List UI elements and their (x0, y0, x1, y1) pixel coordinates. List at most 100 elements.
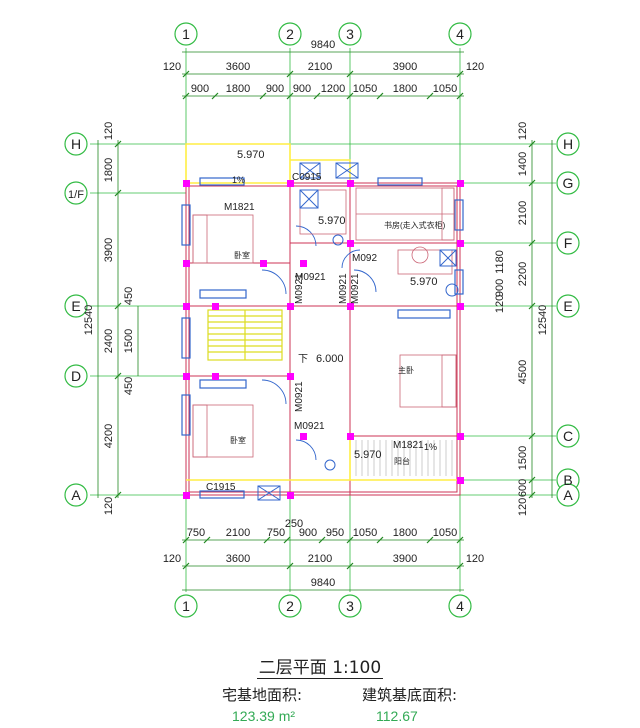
elev-stair: 6.000 (316, 353, 344, 365)
dim-top-l2-4: 1200 (321, 83, 345, 95)
elev-study: 5.970 (410, 276, 438, 288)
balcony-hatch (355, 440, 453, 476)
dim-bot-l1-0: 750 (187, 527, 205, 539)
axis-bubble-labels: 1 2 3 4 1 2 3 4 H 1/F E D A H G F E C B … (68, 26, 573, 614)
axis-top-4: 4 (456, 26, 464, 42)
room-study: 书房(走入式衣柜) (384, 220, 446, 230)
dim-top-l2-5: 1050 (353, 83, 377, 95)
drawing-title: 二层平面 1:100 (0, 653, 640, 679)
dim-right-0: 120 (517, 122, 529, 140)
axis-bottom-1: 1 (182, 598, 190, 614)
dim-top-l1-2: 2100 (308, 61, 332, 73)
dim-bot-l1-1: 2100 (226, 527, 250, 539)
dim-bot-l2-3: 3900 (393, 553, 417, 565)
dim-right-5: 120 (494, 295, 506, 313)
axis-left-a: A (71, 487, 81, 503)
dim-right-9: 600 (517, 479, 529, 497)
dim-right-3: 1180 (494, 250, 506, 274)
dim-bot-l1-3: 250 (285, 518, 303, 530)
windows (181, 177, 464, 499)
dim-total-bottom: 9840 (311, 577, 335, 589)
dim-top-l1-3: 3900 (393, 61, 417, 73)
axis-top-3: 3 (346, 26, 354, 42)
dim-top-l2-0: 900 (191, 83, 209, 95)
room-bedroom-top: 卧室 (234, 250, 250, 260)
dim-top-l2-3: 900 (293, 83, 311, 95)
axis-right-a: A (563, 487, 573, 503)
dim-left-inner-2: 450 (123, 377, 135, 395)
door-m1821-bottom: M1821 (393, 440, 424, 451)
dim-total-top: 9840 (311, 39, 335, 51)
axis-right-e: E (563, 298, 572, 314)
dims-top-text: 9840 120 3600 2100 3900 120 900 1800 900… (163, 39, 484, 95)
dim-bot-l1-6: 1050 (353, 527, 377, 539)
dim-top-l2-6: 1800 (393, 83, 417, 95)
balcony-outlines (185, 143, 460, 481)
door-swings (261, 225, 377, 461)
room-balcony: 阳台 (394, 456, 410, 466)
dimension-ticks (114, 70, 536, 570)
room-master: 主卧 (398, 365, 414, 375)
dim-right-10: 120 (517, 498, 529, 516)
axis-right-f: F (564, 235, 573, 251)
door-m1821-top: M1821 (224, 202, 255, 213)
dim-top-l1-1: 3600 (226, 61, 250, 73)
pct-top: 1% (232, 175, 245, 185)
stair (207, 309, 283, 361)
axis-top-1: 1 (182, 26, 190, 42)
axis-bottom-3: 3 (346, 598, 354, 614)
dimension-lines (97, 51, 553, 591)
dim-bot-l2-2: 2100 (308, 553, 332, 565)
dim-top-l1-4: 120 (466, 61, 484, 73)
axis-right-c: C (563, 428, 573, 444)
dim-left-total: 12540 (83, 305, 95, 336)
axis-right-g: G (563, 175, 574, 191)
dim-bot-l1-4: 900 (299, 527, 317, 539)
dims-left-text: 120 1800 3900 2400 4200 120 12540 450 15… (83, 122, 135, 515)
dim-bot-l2-4: 120 (466, 553, 484, 565)
dim-right-4: 2200 (517, 262, 529, 286)
axis-left-e: E (71, 298, 80, 314)
dim-left-1: 1800 (103, 158, 115, 182)
elev-bath: 5.970 (318, 215, 346, 227)
fixtures (257, 162, 459, 501)
dim-left-inner-0: 450 (123, 287, 135, 305)
door-m0921-c: M0921 (338, 273, 349, 304)
dim-right-total: 12540 (537, 305, 549, 336)
elev-top: 5.970 (237, 149, 265, 161)
door-m0921-a: M0921 (295, 272, 326, 283)
axis-left-1f: 1/F (68, 189, 84, 201)
door-m0921-b: M0921 (294, 273, 305, 304)
base-area-label: 建筑基底面积: (362, 686, 458, 704)
site-area-value: 123.39 m² (232, 708, 296, 724)
dim-bot-l2-1: 3600 (226, 553, 250, 565)
door-m0921-d: M0921 (350, 273, 361, 304)
dim-bot-l1-2: 750 (267, 527, 285, 539)
axis-top-2: 2 (286, 26, 294, 42)
dim-left-inner-1: 1500 (123, 329, 135, 353)
dim-right-6: 900 (494, 279, 506, 297)
pct-balcony: 1% (424, 442, 437, 452)
dim-left-3: 2400 (103, 329, 115, 353)
dim-right-1: 1400 (517, 152, 529, 176)
dim-right-2: 2100 (517, 201, 529, 225)
dim-right-7: 4500 (517, 360, 529, 384)
elev-balcony: 5.970 (354, 449, 382, 461)
dim-left-5: 120 (103, 497, 115, 515)
axis-bottom-4: 4 (456, 598, 464, 614)
site-area-label: 宅基地面积: (222, 686, 303, 704)
axis-bottom-2: 2 (286, 598, 294, 614)
axis-left-d: D (71, 368, 81, 384)
drawing-title-text: 二层平面 1:100 (256, 658, 384, 679)
room-bedroom-bottom: 卧室 (230, 435, 246, 445)
dims-bottom-text: 750 2100 750 250 900 950 1050 1800 1050 … (163, 518, 484, 589)
axis-left-h: H (71, 136, 81, 152)
door-m0921-f: M0921 (294, 421, 325, 432)
dim-top-l2-2: 900 (266, 83, 284, 95)
dim-left-0: 120 (103, 122, 115, 140)
dim-top-l2-7: 1050 (433, 83, 457, 95)
door-m092: M092 (352, 253, 377, 264)
room-annotations: 5.970 1% C0915 M1821 5.970 书房(走入式衣柜) 卧室 … (206, 149, 446, 493)
dim-bot-l1-8: 1050 (433, 527, 457, 539)
